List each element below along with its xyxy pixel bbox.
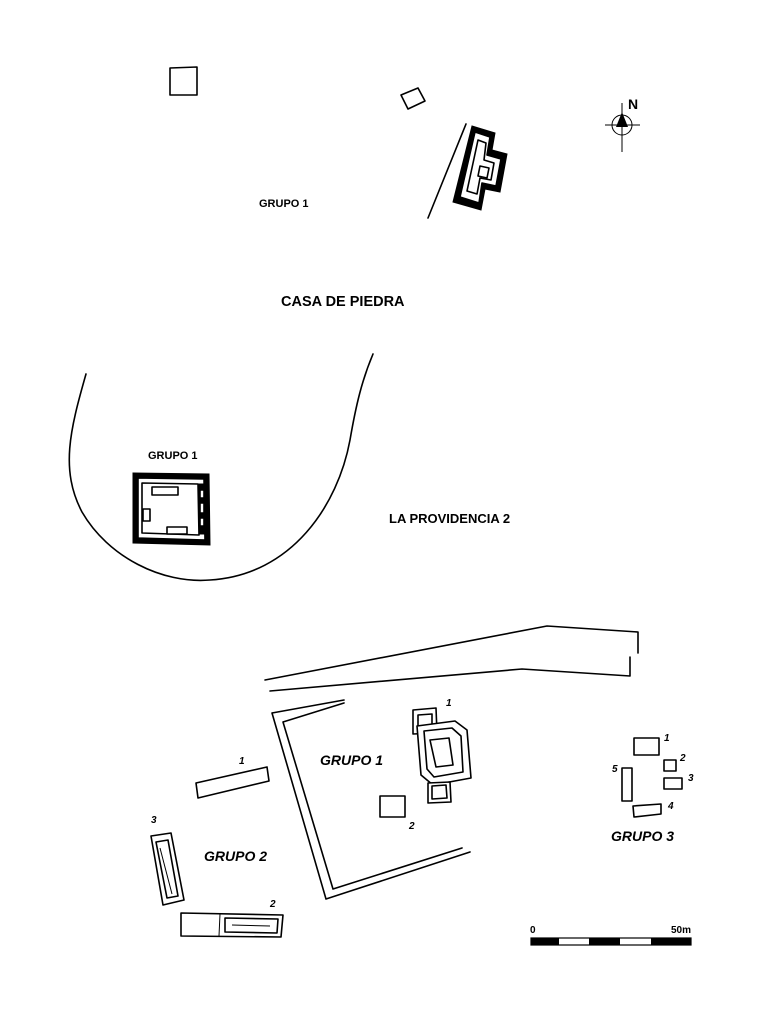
third-site-map: 1 2 GRUPO 1 1 3 2 GRUPO 2 1 2 3 4 5 GRUP… bbox=[150, 625, 694, 938]
group-label: GRUPO 3 bbox=[611, 828, 674, 844]
structure-outline bbox=[169, 66, 198, 96]
enclosed-courtyard-structure bbox=[132, 472, 211, 546]
group-label: GRUPO 1 bbox=[320, 752, 383, 768]
grupo-2-structure-2 bbox=[180, 912, 284, 938]
causeway-wall bbox=[264, 625, 639, 692]
structure-number: 3 bbox=[688, 773, 694, 784]
pyramid-structure bbox=[452, 125, 508, 211]
grupo-2-structure-1 bbox=[195, 766, 270, 799]
group-label: GRUPO 2 bbox=[204, 848, 267, 864]
structure-number: 2 bbox=[679, 753, 686, 764]
grupo-3-structure-5 bbox=[621, 767, 633, 802]
site-name: CASA DE PIEDRA bbox=[281, 294, 405, 310]
scale-bar: 0 50m bbox=[530, 925, 692, 946]
grupo-3-structure-3 bbox=[663, 777, 683, 790]
scale-start-label: 0 bbox=[530, 925, 536, 936]
grupo-3-structure-1 bbox=[633, 737, 660, 756]
structure-number: 2 bbox=[408, 821, 415, 832]
terrace-edge-line bbox=[68, 353, 374, 582]
structure-outline bbox=[400, 87, 426, 110]
grupo-2-structure-3 bbox=[150, 832, 185, 906]
scale-end-label: 50m bbox=[671, 925, 691, 936]
north-label: N bbox=[628, 96, 638, 112]
structure-number: 1 bbox=[664, 733, 670, 744]
structure-number: 1 bbox=[239, 756, 245, 767]
grupo-1-structure-1 bbox=[412, 707, 472, 804]
site-name: LA PROVIDENCIA 2 bbox=[389, 511, 510, 526]
group-label: GRUPO 1 bbox=[259, 198, 309, 210]
casa-de-piedra-map: GRUPO 1 CASA DE PIEDRA bbox=[169, 66, 508, 310]
la-providencia-2-map: GRUPO 1 LA PROVIDENCIA 2 bbox=[68, 353, 510, 582]
grupo-3-structure-2 bbox=[663, 759, 677, 772]
structure-number: 5 bbox=[612, 764, 618, 775]
enclosure-wall bbox=[271, 699, 471, 900]
structure-number: 1 bbox=[446, 698, 452, 709]
structure-number: 4 bbox=[667, 801, 674, 812]
structure-number: 3 bbox=[151, 815, 157, 826]
structure-number: 2 bbox=[269, 899, 276, 910]
grupo-1-structure-2 bbox=[379, 795, 406, 818]
grupo-3-structure-4 bbox=[632, 803, 662, 818]
north-arrow-icon: N bbox=[605, 96, 640, 152]
site-boundary-line bbox=[427, 123, 467, 219]
group-label: GRUPO 1 bbox=[148, 450, 198, 462]
